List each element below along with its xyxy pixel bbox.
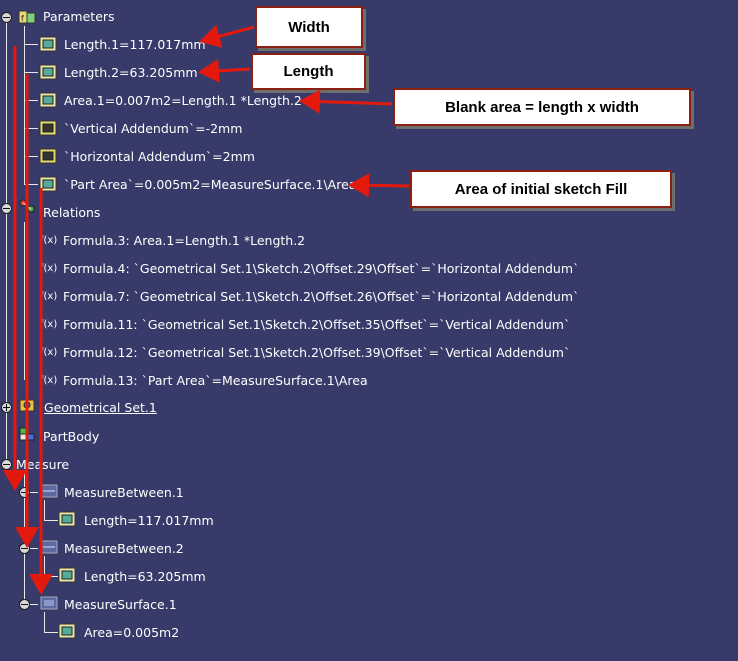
formula-7[interactable]: Formula.7: `Geometrical Set.1\Sketch.2\O…	[63, 289, 580, 304]
measure-surface-collapse-toggle[interactable]	[19, 599, 30, 610]
param-connector-6	[24, 184, 38, 185]
part-body-icon[interactable]	[18, 425, 38, 443]
param-connector-2	[24, 72, 38, 73]
param-connector-4	[24, 128, 38, 129]
relations-collapse-toggle[interactable]	[1, 203, 12, 214]
tree-trunk-line	[6, 14, 7, 468]
measure-surface-icon[interactable]	[40, 594, 60, 612]
relations-icon[interactable]	[18, 198, 38, 216]
measure-surface-area[interactable]: Area=0.005m2	[84, 625, 180, 640]
parameters-node-label[interactable]: Parameters	[43, 9, 115, 24]
formula-13[interactable]: Formula.13: `Part Area`=MeasureSurface.1…	[63, 373, 368, 388]
param-connector-5	[24, 156, 38, 157]
formula-11[interactable]: Formula.11: `Geometrical Set.1\Sketch.2\…	[63, 317, 571, 332]
measure-between-2-node[interactable]: MeasureBetween.2	[64, 541, 184, 556]
measure-connector-1	[24, 492, 38, 493]
measure-connector-3	[24, 604, 38, 605]
blank-area-arrow	[299, 89, 393, 114]
parameter-icon[interactable]	[39, 147, 59, 165]
parameters-branch-line	[24, 26, 25, 184]
measure-between-2-collapse-toggle[interactable]	[19, 543, 30, 554]
measure-value-icon[interactable]	[58, 566, 78, 584]
length-arrow	[198, 58, 251, 83]
parameters-folder-icon[interactable]: f	[18, 8, 38, 26]
geometrical-set-expand-toggle[interactable]	[1, 402, 12, 413]
blank-area-callout: Blank area = length x width	[393, 88, 691, 126]
formula-icon[interactable]: f(x)	[40, 347, 58, 358]
parameter-icon[interactable]	[39, 35, 59, 53]
parameter-length-1[interactable]: Length.1=117.017mm	[64, 37, 206, 52]
parameter-icon[interactable]	[39, 63, 59, 81]
parameter-icon[interactable]	[39, 91, 59, 109]
parameters-collapse-toggle[interactable]	[1, 12, 12, 23]
between1-child-line	[44, 500, 45, 520]
parameter-length-2[interactable]: Length.2=63.205mm	[64, 65, 198, 80]
measure-between-1-node[interactable]: MeasureBetween.1	[64, 485, 184, 500]
part-body-node[interactable]: PartBody	[43, 429, 100, 444]
geometrical-set-node[interactable]: Geometrical Set.1	[44, 400, 157, 415]
geometrical-set-icon[interactable]	[18, 396, 38, 414]
measure-value-icon[interactable]	[58, 622, 78, 640]
measure-value-icon[interactable]	[58, 510, 78, 528]
width-arrow	[199, 24, 255, 48]
parameter-icon[interactable]	[39, 119, 59, 137]
formula-icon[interactable]: f(x)	[40, 319, 58, 330]
between2-child-line	[44, 556, 45, 576]
area-fill-arrow	[348, 173, 410, 198]
formula-3[interactable]: Formula.3: Area.1=Length.1 *Length.2	[63, 233, 306, 248]
formula-icon[interactable]: f(x)	[40, 375, 58, 386]
parameter-part-area[interactable]: `Part Area`=0.005m2=MeasureSurface.1\Are…	[64, 177, 357, 192]
measure-node-label[interactable]: Measure	[16, 457, 70, 472]
param-connector-3	[24, 100, 38, 101]
formula-4[interactable]: Formula.4: `Geometrical Set.1\Sketch.2\O…	[63, 261, 580, 276]
formula-12[interactable]: Formula.12: `Geometrical Set.1\Sketch.2\…	[63, 345, 571, 360]
param-connector-1	[24, 44, 38, 45]
area-fill-callout: Area of initial sketch Fill	[410, 170, 672, 208]
measure-between-2-length[interactable]: Length=63.205mm	[84, 569, 206, 584]
relations-node-label[interactable]: Relations	[43, 205, 101, 220]
length-callout: Length	[251, 53, 366, 90]
formula-icon[interactable]: f(x)	[40, 235, 58, 246]
svg-text:f: f	[21, 14, 24, 23]
measure-between-icon[interactable]	[40, 482, 60, 500]
measure-collapse-toggle[interactable]	[1, 459, 12, 470]
surface-child-connector	[44, 632, 58, 633]
formula-icon[interactable]: f(x)	[40, 263, 58, 274]
between2-child-connector	[44, 576, 58, 577]
measure-between-1-collapse-toggle[interactable]	[19, 487, 30, 498]
measure-surface-node[interactable]: MeasureSurface.1	[64, 597, 177, 612]
parameter-horizontal-addendum[interactable]: `Horizontal Addendum`=2mm	[64, 149, 255, 164]
parameter-area-1[interactable]: Area.1=0.007m2=Length.1 *Length.2	[64, 93, 302, 108]
measure-connector-2	[24, 548, 38, 549]
relations-branch-line	[24, 222, 25, 380]
width-callout: Width	[255, 6, 363, 48]
parameter-icon[interactable]	[39, 175, 59, 193]
measure-between-icon[interactable]	[40, 538, 60, 556]
surface-child-line	[44, 612, 45, 632]
measure-between-1-length[interactable]: Length=117.017mm	[84, 513, 214, 528]
parameter-vertical-addendum[interactable]: `Vertical Addendum`=-2mm	[64, 121, 243, 136]
between1-child-connector	[44, 520, 58, 521]
formula-icon[interactable]: f(x)	[40, 291, 58, 302]
